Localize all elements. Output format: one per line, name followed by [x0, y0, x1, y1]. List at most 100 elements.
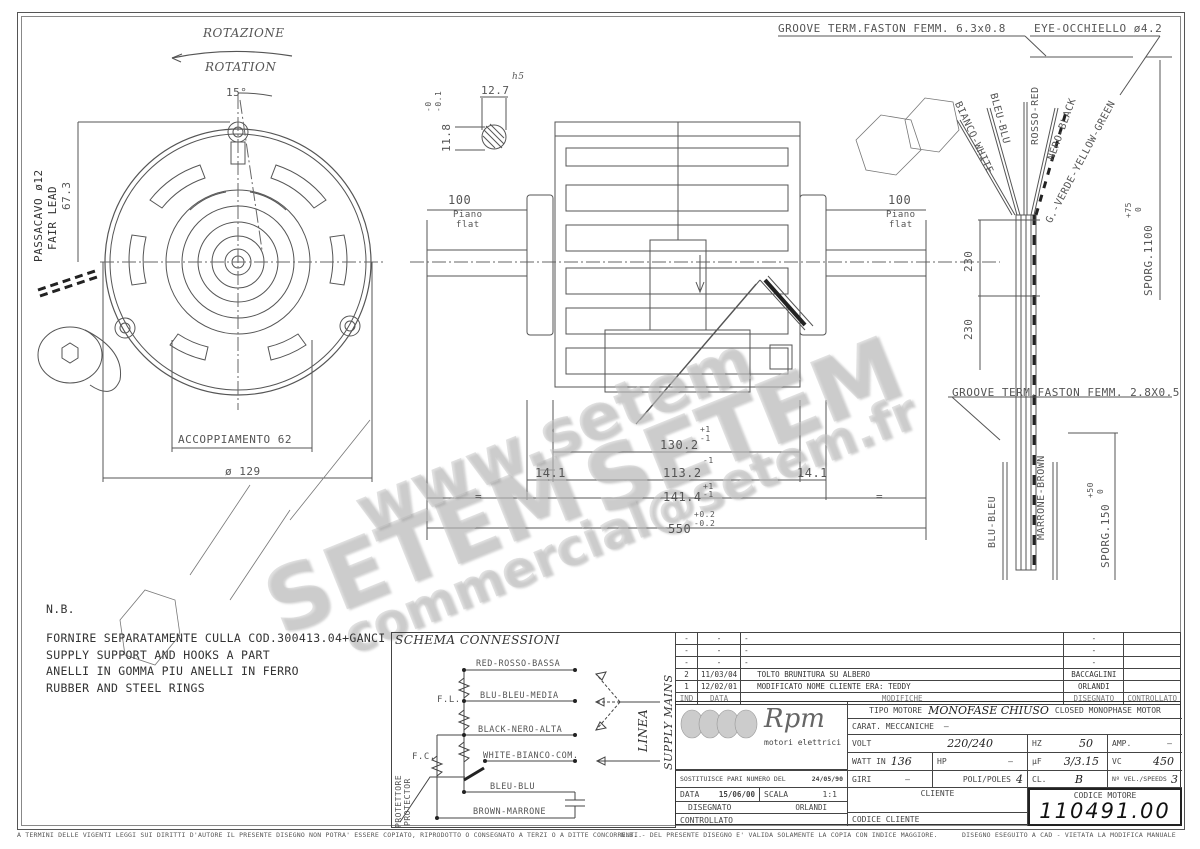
scale-value: 1:1 [822, 790, 837, 799]
shaft-tolerance: h5 [512, 72, 525, 82]
drawn-by-cell: DISEGNATO ORLANDI [676, 802, 848, 814]
brand-name: Rpm [764, 704, 825, 734]
hz-value: 50 [1079, 737, 1093, 750]
amp-value: — [1167, 739, 1172, 748]
volt-label: VOLT [852, 739, 872, 748]
lead-segment-2: 230 [962, 318, 975, 340]
poles-cell: POLI/POLES 4 [933, 771, 1028, 788]
vc-label: VC [1112, 757, 1122, 766]
poles-label: POLI/POLES [962, 774, 1011, 784]
volt-value: 220/240 [947, 737, 993, 750]
watt-cell: WATT IN 136 [848, 753, 933, 771]
revision-row: ---- [675, 632, 1181, 645]
groove-top-label: GROOVE TERM.FASTON FEMM. 6.3x0.8 [778, 22, 1006, 35]
lead-wires [778, 35, 1172, 580]
sporg-top: SPORG.1100 [1142, 224, 1155, 296]
groove-bottom-label: GROOVE TERM.FASTON FEMM. 2.8X0.5 [952, 386, 1180, 399]
date-value: 15/06/00 [718, 790, 755, 799]
drawn-by-value: ORLANDI [795, 803, 827, 812]
hz-label: HZ [1032, 739, 1042, 748]
shaft-width-dim: 12.7 [481, 84, 510, 97]
vc-cell: VC 450 [1108, 753, 1182, 771]
schema-linea: LINEA [636, 708, 650, 752]
amp-cell: AMP. — [1108, 735, 1182, 753]
mech-value: — [943, 722, 949, 731]
client-code-cell: CODICE CLIENTE [848, 812, 1028, 826]
flat-right-label-en: flat [889, 220, 913, 230]
speeds-value: 3 [1171, 772, 1178, 786]
giri-cell: GIRI — [848, 771, 933, 788]
shaft-flat-dim: 11.8 [440, 123, 453, 153]
flat-left-label-en: flat [456, 220, 480, 230]
dim-130-tol-minus: -1 [700, 434, 711, 443]
dim-total-tol-minus: -0.2 [694, 519, 716, 528]
flat-left-length: 100 [448, 193, 472, 207]
uf-label: µF [1032, 757, 1042, 766]
footer-cad: DISEGNO ESEGUITO A CAD - VIETATA LA MODI… [962, 831, 1176, 839]
dim-130-tol-plus: +1 [700, 425, 711, 434]
flat-right-length: 100 [888, 193, 912, 207]
shaft-flat-tol-bot: -0.1 [434, 90, 443, 112]
poles-value: 4 [1016, 772, 1023, 786]
class-value: B [1074, 772, 1083, 786]
fair-lead-label-it: PASSACAVO ø12 [32, 169, 45, 262]
scale-cell: SCALA 1:1 [760, 788, 848, 802]
drawing-sheet-border [17, 12, 1185, 830]
dim-14-right: 14.1 [797, 466, 828, 480]
note-line: FORNIRE SEPARATAMENTE CULLA COD.300413.0… [46, 631, 386, 645]
client-code-label: CODICE CLIENTE [852, 815, 920, 824]
hz-cell: HZ 50 [1028, 735, 1108, 753]
watt-label: WATT IN [852, 757, 886, 766]
checked-by-cell: CONTROLLATO [676, 814, 848, 826]
cap-wire-blue: BLU-BLEU [987, 495, 998, 548]
giri-label: GIRI [852, 774, 872, 784]
motor-type-row: TIPO MOTORE MONOFASE CHIUSO CLOSED MONOP… [848, 702, 1182, 719]
speeds-label: Nº VEL./SPEEDS [1112, 775, 1167, 783]
note-line: SUPPLY SUPPORT AND HOOKS A PART [46, 647, 270, 662]
schema-title: SCHEMA CONNESSIONI [395, 633, 561, 647]
note-line: ANELLI IN GOMMA PIU ANELLI IN FERRO [46, 664, 299, 678]
schema-lead-brown: BROWN-MARRONE [473, 807, 547, 817]
schema-protector-en: PROTECTOR [403, 778, 412, 826]
dim-141-tol-minus: -1 [703, 490, 714, 499]
giri-value: — [905, 774, 910, 784]
motor-code-value: 110491.00 [1039, 799, 1171, 823]
rpm-logo-icon [680, 709, 758, 739]
schema-lead-black: BLACK-NERO-ALTA [478, 725, 563, 735]
motor-type-label: TIPO MOTORE [869, 705, 923, 715]
notes-title: N.B. [46, 602, 75, 616]
title-block: Rpm motori elettrici TIPO MOTORE MONOFAS… [675, 701, 1182, 826]
checked-by-label: CONTROLLATO [680, 815, 733, 825]
footer-copyright: A TERMINI DELLE VIGENTI LEGGI SUI DIRITT… [17, 831, 643, 839]
sporg-bottom-tol-plus: +50 [1086, 482, 1095, 498]
diameter-dimension: ø 129 [225, 465, 261, 478]
dim-113-2: 113.2 [663, 466, 702, 480]
schema-lead-white: WHITE-BIANCO-COM. [483, 751, 579, 761]
flat-left-label-it: Piano [453, 210, 483, 220]
watt-value: 136 [890, 755, 912, 768]
schema-supply: SUPPLY MAINS [662, 674, 675, 770]
hp-cell: HP— [933, 753, 1028, 771]
schema-lead-bleu: BLEU-BLU [490, 782, 535, 792]
replaces-label: SOSTITUISCE PARI NUMERO DEL [680, 775, 786, 783]
cap-wire-brown: MARRONE-BROWN [1036, 455, 1047, 540]
drawn-by-label: DISEGNATO [688, 803, 732, 812]
replaces-value: 24/05/90 [811, 775, 843, 783]
dim-113-tol: -1 [703, 456, 714, 465]
volt-cell: VOLT 220/240 [848, 735, 1028, 753]
scale-label: SCALA [764, 790, 789, 799]
mech-label: CARAT. MECCANICHE [852, 722, 934, 731]
side-view-motor [426, 121, 927, 540]
dim-total: 550 [668, 522, 692, 536]
amp-label: AMP. [1112, 739, 1132, 748]
rotation-label-en: ROTATION [205, 60, 277, 74]
revision-row: ---- [675, 656, 1181, 669]
schema-lead-red: RED-ROSSO-BASSA [476, 659, 561, 669]
motor-type-en: CLOSED MONOPHASE MOTOR [1054, 705, 1161, 715]
vc-value: 450 [1153, 755, 1174, 768]
replaces-cell: SOSTITUISCE PARI NUMERO DEL 24/05/90 [676, 771, 848, 788]
equal-mark-left: = [475, 490, 483, 503]
motor-type-value: MONOFASE CHIUSO [928, 703, 1049, 717]
